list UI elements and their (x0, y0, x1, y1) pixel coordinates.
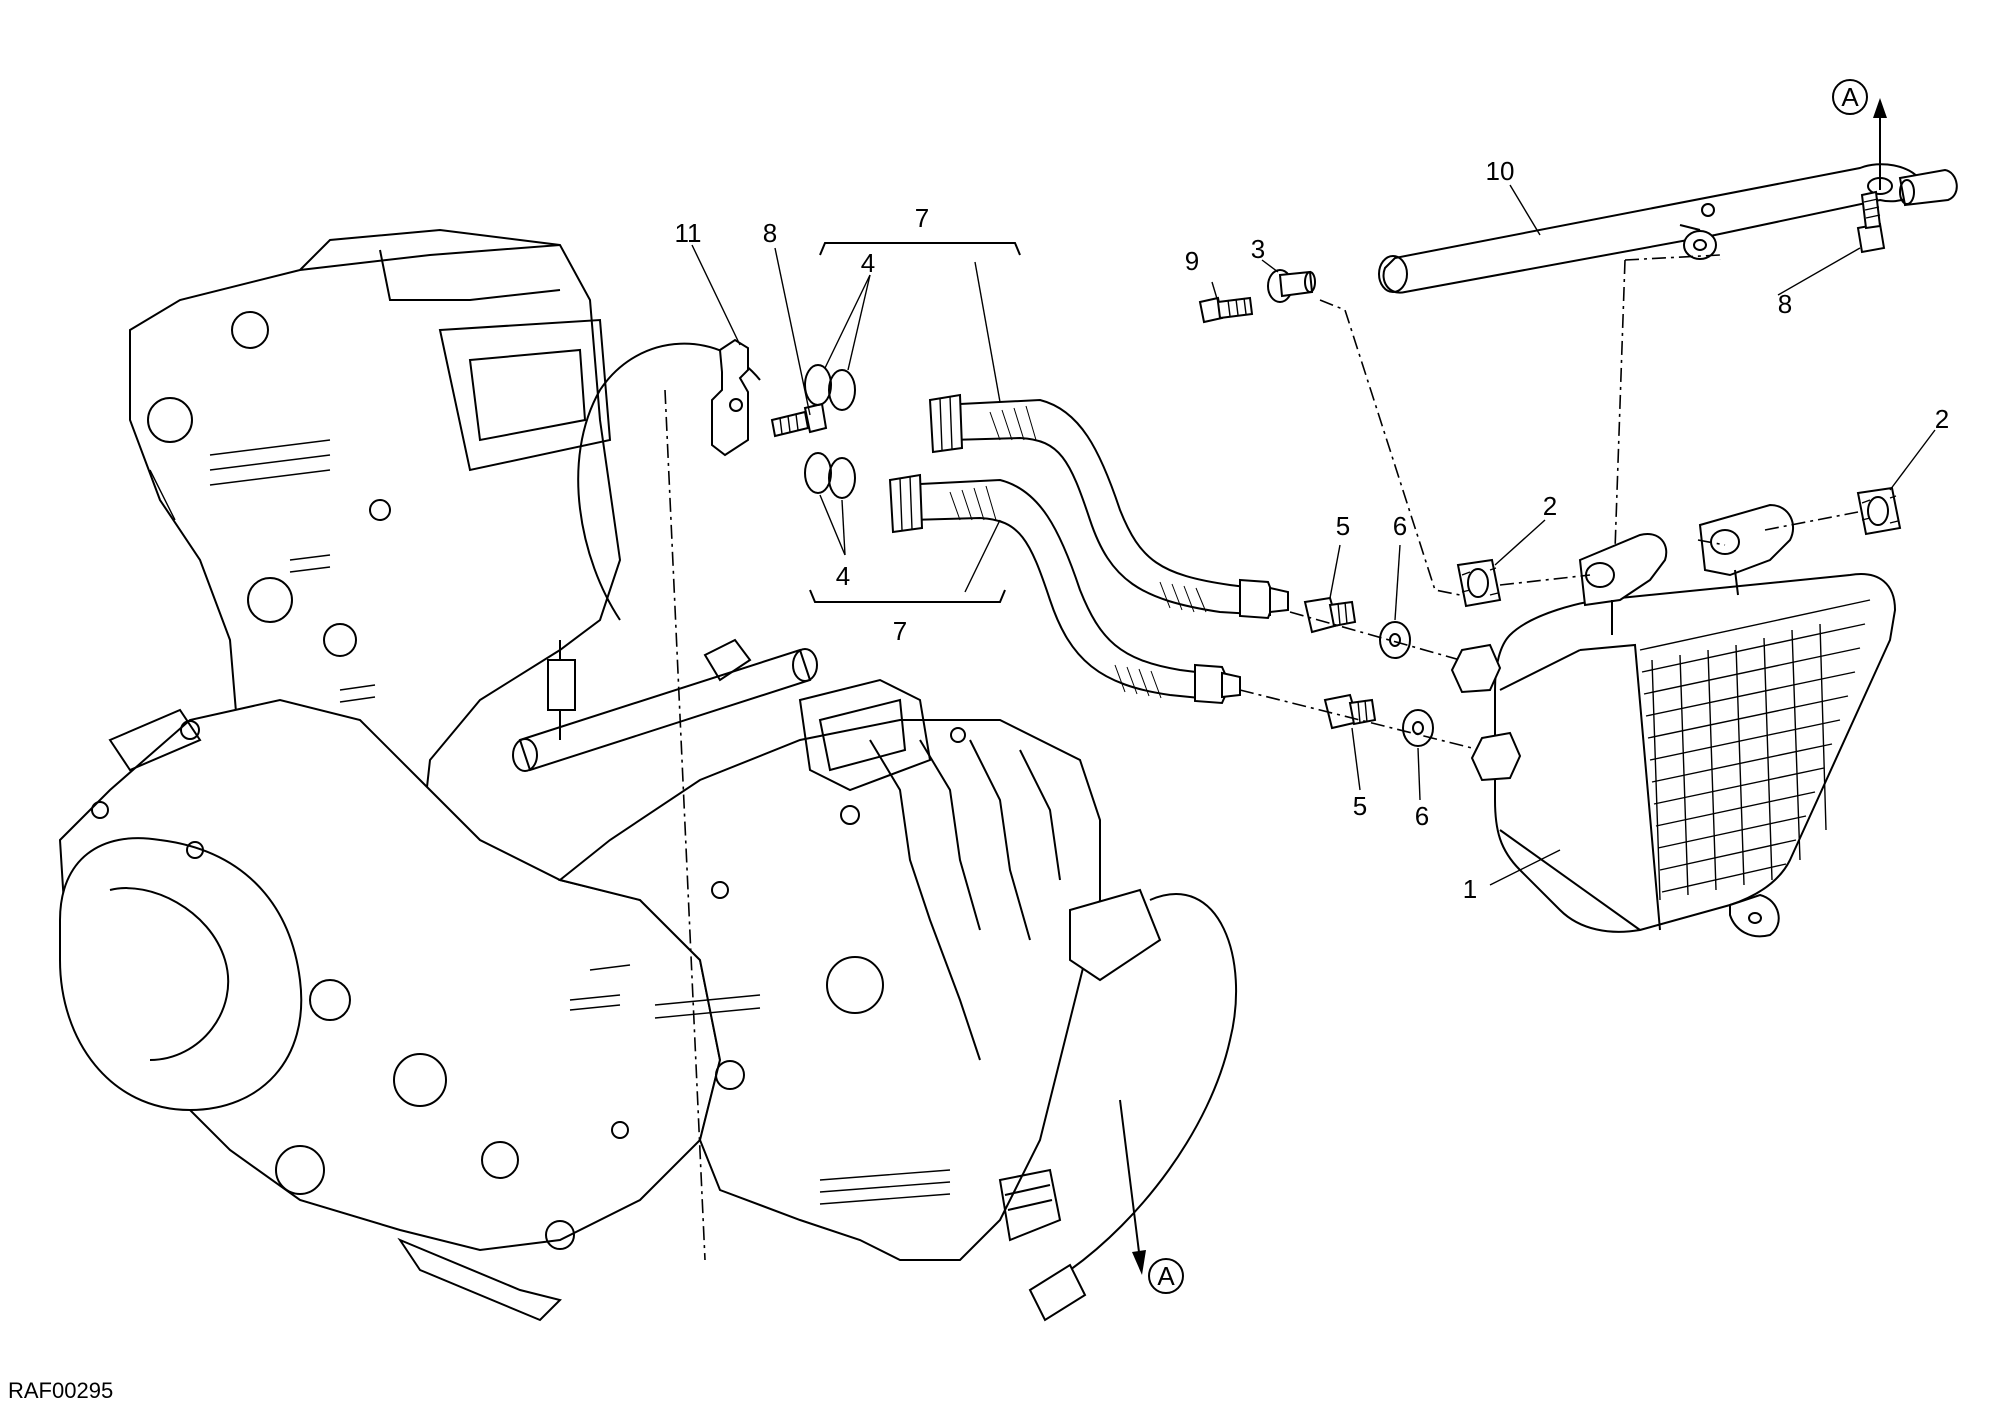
callout-1: 1 (1463, 874, 1477, 904)
oil-cooler-radiator-part-1 (1450, 503, 1897, 938)
reference-marker-bottom: A (1148, 1258, 1184, 1294)
callout-6-lower: 6 (1415, 801, 1429, 831)
reference-label-bottom: A (1157, 1261, 1175, 1291)
o-rings-part-4 (804, 364, 856, 499)
callout-8-right: 8 (1778, 289, 1792, 319)
leader-lines (691, 184, 1936, 886)
oil-hose-lower-part-7 (888, 473, 1241, 705)
spacer-part-3 (1267, 269, 1316, 303)
screw-part-8-left (770, 402, 828, 438)
callout-11: 11 (675, 218, 702, 248)
callout-4-upper: 4 (861, 248, 875, 278)
reference-label-top: A (1841, 82, 1859, 112)
reference-arrow-top (1873, 98, 1887, 190)
callout-labels: 1 2 2 3 4 4 5 5 6 6 7 7 8 8 9 10 11 (675, 156, 1950, 904)
grommet-part-2-right (1856, 486, 1902, 536)
drawing-code: RAF00295 (8, 1378, 113, 1403)
callout-10: 10 (1486, 156, 1515, 186)
washer-part-6-lower (1402, 709, 1434, 747)
callout-6-upper: 6 (1393, 511, 1407, 541)
callout-2-left: 2 (1543, 491, 1557, 521)
screw-part-8-right (1856, 190, 1886, 254)
washer-part-6-upper (1379, 621, 1411, 659)
union-fitting-part-5-lower (1323, 693, 1377, 730)
engine-assembly (58, 228, 1238, 1322)
bracket-brace-lower (809, 589, 1006, 603)
callout-9: 9 (1185, 246, 1199, 276)
callout-7-upper: 7 (915, 203, 929, 233)
clamp-bracket-part-11 (711, 338, 749, 457)
callout-5-upper: 5 (1336, 511, 1350, 541)
callout-7-lower: 7 (893, 616, 907, 646)
callout-5-lower: 5 (1353, 791, 1367, 821)
callout-4-lower: 4 (836, 561, 850, 591)
callout-8-left: 8 (763, 218, 777, 248)
bracket-brace-upper (819, 242, 1021, 256)
reference-arrow-bottom (1119, 1099, 1146, 1275)
grommet-part-2-left (1456, 558, 1502, 608)
callout-3: 3 (1251, 234, 1265, 264)
union-fitting-part-5-upper (1303, 596, 1357, 634)
screw-part-9 (1198, 296, 1254, 324)
callout-2-right: 2 (1935, 404, 1949, 434)
alignment-dashed-line (664, 389, 706, 1261)
oil-hose-upper-part-7 (928, 393, 1289, 620)
reference-marker-top: A (1832, 79, 1868, 115)
